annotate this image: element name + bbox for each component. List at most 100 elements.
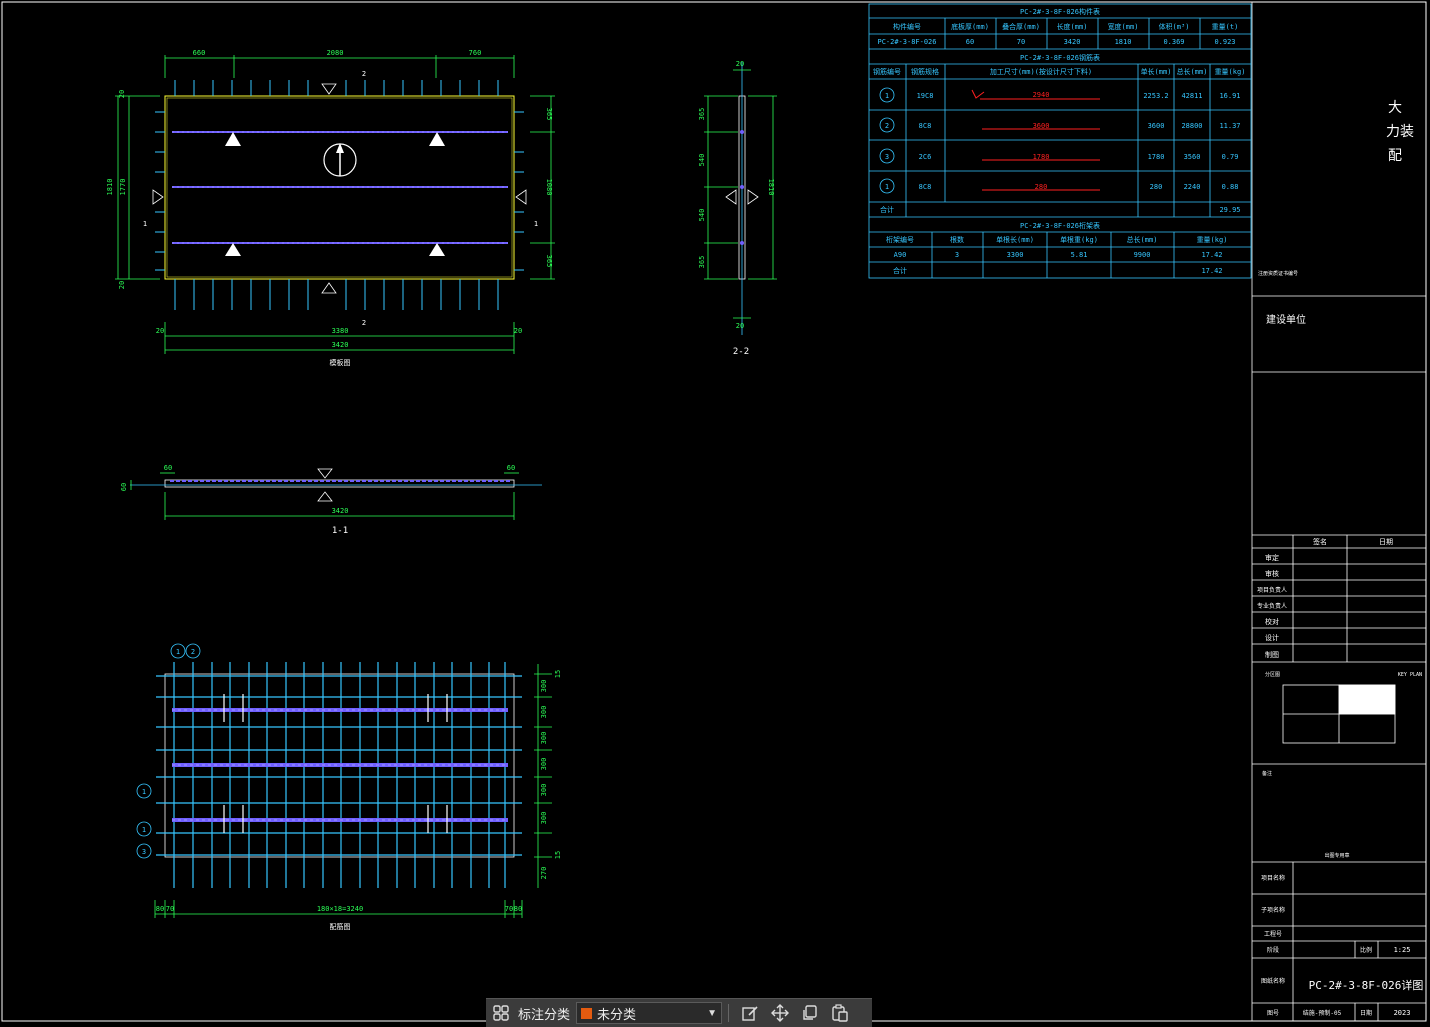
horizontal-rebars xyxy=(156,675,522,856)
rebar-callout-icon[interactable] xyxy=(136,643,201,859)
rebar-length: 280 xyxy=(1035,183,1048,191)
direction-arrow-icon xyxy=(323,143,357,177)
rebar-unit: 280 xyxy=(1150,183,1163,191)
chevron-down-icon: ▼ xyxy=(707,1007,718,1019)
role-label: 审核 xyxy=(1265,569,1279,578)
title-block[interactable] xyxy=(1251,2,1426,1021)
table-cell: 0.369 xyxy=(1163,38,1184,46)
table-cell: 3300 xyxy=(1007,251,1024,259)
section-1-1[interactable]: 60 60 3420 60 1-1 xyxy=(120,464,542,536)
project-no-label: 工程号 xyxy=(1264,930,1282,938)
dim-label: 300 xyxy=(540,812,548,825)
table-header: 桁架编号 xyxy=(886,235,914,244)
table-cell: 60 xyxy=(966,38,974,46)
dim-label: 60 xyxy=(507,464,515,472)
rebar-length: 2940 xyxy=(1033,91,1050,99)
section-title: 2-2 xyxy=(733,347,749,357)
move-icon xyxy=(771,1004,790,1022)
table-header: 钢筋编号 xyxy=(873,67,901,76)
dim-label: 20 xyxy=(118,281,126,289)
sign-header: 日期 xyxy=(1379,538,1393,546)
drawing-name-label: 图纸名称 xyxy=(1261,977,1285,985)
vertical-rebars xyxy=(173,662,506,888)
dim-label: 20 xyxy=(736,322,744,330)
category-select[interactable]: 未分类 ▼ xyxy=(576,1002,723,1024)
component-table: PC-2#-3-8F-026构件表 构件编号 底板厚(mm) 叠合厚(mm) 长… xyxy=(877,7,1238,46)
scale-label: 比例 xyxy=(1360,946,1372,954)
callout-label: 1 xyxy=(142,826,146,834)
rebar-unit: 2253.2 xyxy=(1143,92,1168,100)
rebar-table: PC-2#-3-8F-026钢筋表 钢筋编号 钢筋规格 加工尺寸(mm)(按设计… xyxy=(873,53,1245,214)
dim-label: 60 xyxy=(120,483,128,491)
rebar-total: 42811 xyxy=(1181,92,1202,100)
table-header: 重量(kg) xyxy=(1197,236,1228,244)
scale-value: 1:25 xyxy=(1394,946,1411,954)
table-header: 单根长(mm) xyxy=(996,235,1034,244)
dim-label: 3420 xyxy=(332,507,349,515)
rebar-length: 1780 xyxy=(1033,153,1050,161)
table-header: 钢筋规格 xyxy=(911,67,939,76)
rebar-no: 1 xyxy=(885,92,889,100)
role-label: 制图 xyxy=(1265,650,1279,659)
date-label: 日期 xyxy=(1360,1009,1372,1017)
paste-button[interactable] xyxy=(825,999,855,1027)
plan-view[interactable]: 660 2080 760 20 3380 20 3420 20 1810 177… xyxy=(106,49,555,367)
dim-label: 365 xyxy=(698,256,706,269)
table-cell: PC-2#-3-8F-026 xyxy=(877,38,936,46)
dim-label: 540 xyxy=(698,209,706,222)
rebar-weight: 16.91 xyxy=(1219,92,1240,100)
company-note: 注册资质证书编号 xyxy=(1258,270,1298,277)
dim-label: 80 xyxy=(156,905,164,913)
stamp-label: 出图专用章 xyxy=(1324,852,1349,859)
grid-toggle-button[interactable] xyxy=(486,999,516,1027)
dim-label: 760 xyxy=(469,49,482,57)
edit-icon xyxy=(742,1006,758,1021)
stage-label: 阶段 xyxy=(1267,946,1279,954)
table-header: 重量(t) xyxy=(1212,23,1239,31)
rebar-total: 3560 xyxy=(1184,153,1201,161)
rebar-layout[interactable]: 1 2 1 1 3 80 70 180×18=3240 70 80 15 300… xyxy=(136,643,562,931)
dim-label: 300 xyxy=(540,784,548,797)
table-header: 总长(mm) xyxy=(1177,67,1208,76)
table-header: 加工尺寸(mm)(按设计尺寸下料) xyxy=(990,67,1092,76)
table-header: 单长(mm) xyxy=(1141,67,1172,76)
role-label: 审定 xyxy=(1265,553,1279,562)
table-cell: 5.81 xyxy=(1071,251,1088,259)
rebar-length: 3600 xyxy=(1033,122,1050,130)
section-2-2[interactable]: 20 365 540 540 365 1810 20 2-2 xyxy=(698,60,777,357)
move-button[interactable] xyxy=(765,999,795,1027)
edit-annotation-button[interactable] xyxy=(735,999,765,1027)
rebar-weight: 0.79 xyxy=(1222,153,1239,161)
grid-icon xyxy=(493,1005,509,1021)
rebar-no: 3 xyxy=(885,153,889,161)
table-cell: 1810 xyxy=(1115,38,1132,46)
table-cell: 0.923 xyxy=(1214,38,1235,46)
section-mark: 2 xyxy=(362,70,366,78)
table-cell: 70 xyxy=(1017,38,1025,46)
view-marker-icon xyxy=(317,468,333,502)
title-block-text: 大 力装 配 注册资质证书编号 建设单位 签名 日期 审定 审核 项目负责人 专… xyxy=(1257,100,1423,1017)
table-header: 单根重(kg) xyxy=(1060,235,1098,244)
key-plan-sub: 分区图 xyxy=(1265,671,1280,678)
section-mark: 1 xyxy=(534,220,538,228)
rebar-number-icon xyxy=(879,87,895,194)
table-header: 叠合厚(mm) xyxy=(1002,22,1040,31)
dim-label: 365 xyxy=(545,108,553,121)
callout-label: 1 xyxy=(142,788,146,796)
table-header: 重量(kg) xyxy=(1215,68,1246,76)
sheet-label: 图号 xyxy=(1267,1010,1279,1017)
dim-label: 660 xyxy=(193,49,206,57)
table-title: PC-2#-3-8F-026构件表 xyxy=(1020,7,1100,16)
schedule-tables[interactable] xyxy=(868,3,1252,279)
rebar-no: 2 xyxy=(885,122,889,130)
rebar-spec: 19C8 xyxy=(917,92,934,100)
copy-button[interactable] xyxy=(795,999,825,1027)
role-label: 专业负责人 xyxy=(1257,602,1287,610)
rebar-stubs-top xyxy=(174,80,499,96)
dim-label: 300 xyxy=(540,680,548,693)
callout-label: 3 xyxy=(142,848,146,856)
paste-icon xyxy=(832,1004,848,1022)
table-cell: 9900 xyxy=(1134,251,1151,259)
